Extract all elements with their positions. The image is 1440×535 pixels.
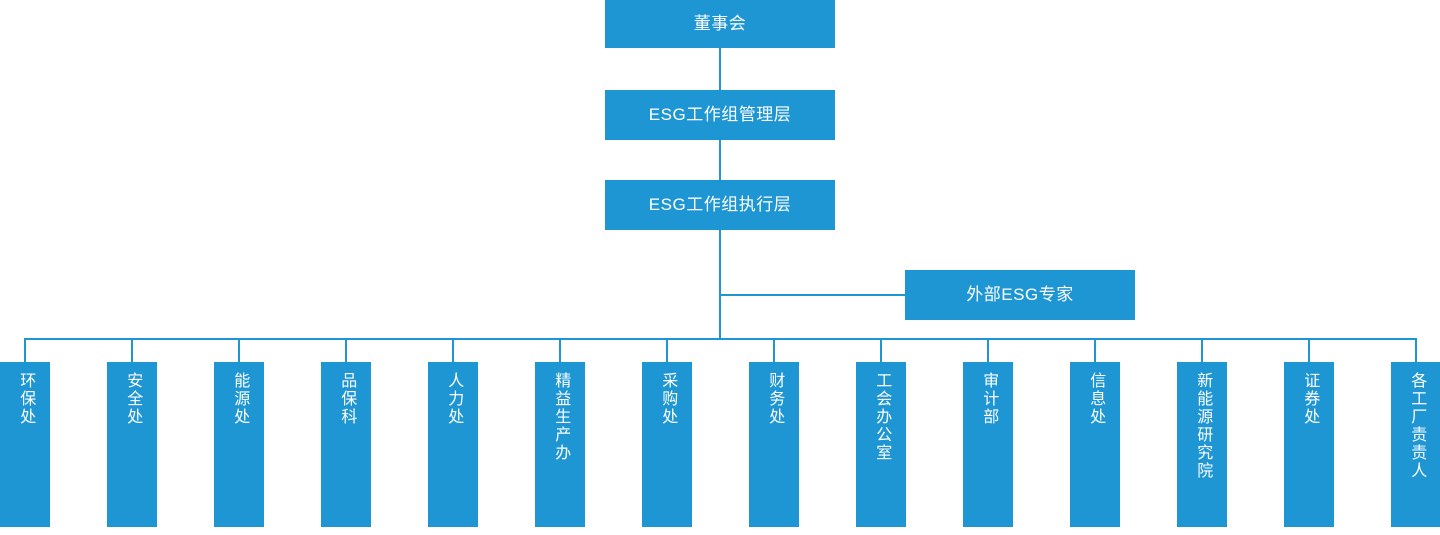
connector-drop-6 xyxy=(559,338,561,362)
node-department-2[interactable]: 安全处 xyxy=(107,362,157,527)
node-department-4[interactable]: 品保科 xyxy=(321,362,371,527)
connector-drop-3 xyxy=(238,338,240,362)
node-department-7[interactable]: 采购处 xyxy=(642,362,692,527)
node-label: 环保处 xyxy=(17,372,35,426)
node-label: ESG工作组管理层 xyxy=(648,105,792,125)
node-esg-execution-layer[interactable]: ESG工作组执行层 xyxy=(605,180,835,230)
node-department-3[interactable]: 能源处 xyxy=(214,362,264,527)
connector-department-bus xyxy=(24,338,1415,340)
node-external-esg-expert[interactable]: 外部ESG专家 xyxy=(905,270,1135,320)
connector-drop-11 xyxy=(1094,338,1096,362)
node-board-of-directors[interactable]: 董事会 xyxy=(605,0,835,48)
node-label: 人力处 xyxy=(445,372,463,426)
node-label: 各工厂责责人 xyxy=(1408,372,1426,480)
node-department-14[interactable]: 各工厂责责人 xyxy=(1391,362,1440,527)
node-esg-management-layer[interactable]: ESG工作组管理层 xyxy=(605,90,835,140)
connector-drop-2 xyxy=(131,338,133,362)
node-department-9[interactable]: 工会办公室 xyxy=(856,362,906,527)
node-department-6[interactable]: 精益生产办 xyxy=(535,362,585,527)
connector-drop-7 xyxy=(666,338,668,362)
connector-board-to-management xyxy=(719,48,721,90)
node-department-12[interactable]: 新能源研究院 xyxy=(1177,362,1227,527)
node-label: ESG工作组执行层 xyxy=(648,195,792,215)
connector-drop-8 xyxy=(773,338,775,362)
node-label: 审计部 xyxy=(980,372,998,426)
connector-drop-9 xyxy=(880,338,882,362)
node-label: 品保科 xyxy=(338,372,356,426)
connector-drop-13 xyxy=(1308,338,1310,362)
connector-drop-1 xyxy=(24,338,26,362)
connector-execution-to-expert xyxy=(719,294,905,296)
connector-drop-10 xyxy=(987,338,989,362)
node-label: 财务处 xyxy=(766,372,784,426)
node-label: 能源处 xyxy=(231,372,249,426)
node-label: 外部ESG专家 xyxy=(966,285,1074,305)
node-department-13[interactable]: 证券处 xyxy=(1284,362,1334,527)
connector-management-to-execution xyxy=(719,140,721,180)
node-label: 信息处 xyxy=(1087,372,1105,426)
node-department-11[interactable]: 信息处 xyxy=(1070,362,1120,527)
node-label: 新能源研究院 xyxy=(1194,372,1212,480)
node-label: 采购处 xyxy=(659,372,677,426)
node-department-8[interactable]: 财务处 xyxy=(749,362,799,527)
connector-execution-trunk xyxy=(719,230,721,340)
connector-drop-4 xyxy=(345,338,347,362)
node-label: 安全处 xyxy=(124,372,142,426)
node-label: 精益生产办 xyxy=(552,372,570,462)
node-department-5[interactable]: 人力处 xyxy=(428,362,478,527)
connector-drop-12 xyxy=(1201,338,1203,362)
connector-drop-14 xyxy=(1415,338,1417,362)
node-department-1[interactable]: 环保处 xyxy=(0,362,50,527)
node-label: 工会办公室 xyxy=(873,372,891,462)
connector-drop-5 xyxy=(452,338,454,362)
node-label: 董事会 xyxy=(693,14,747,34)
node-department-10[interactable]: 审计部 xyxy=(963,362,1013,527)
node-label: 证券处 xyxy=(1301,372,1319,426)
